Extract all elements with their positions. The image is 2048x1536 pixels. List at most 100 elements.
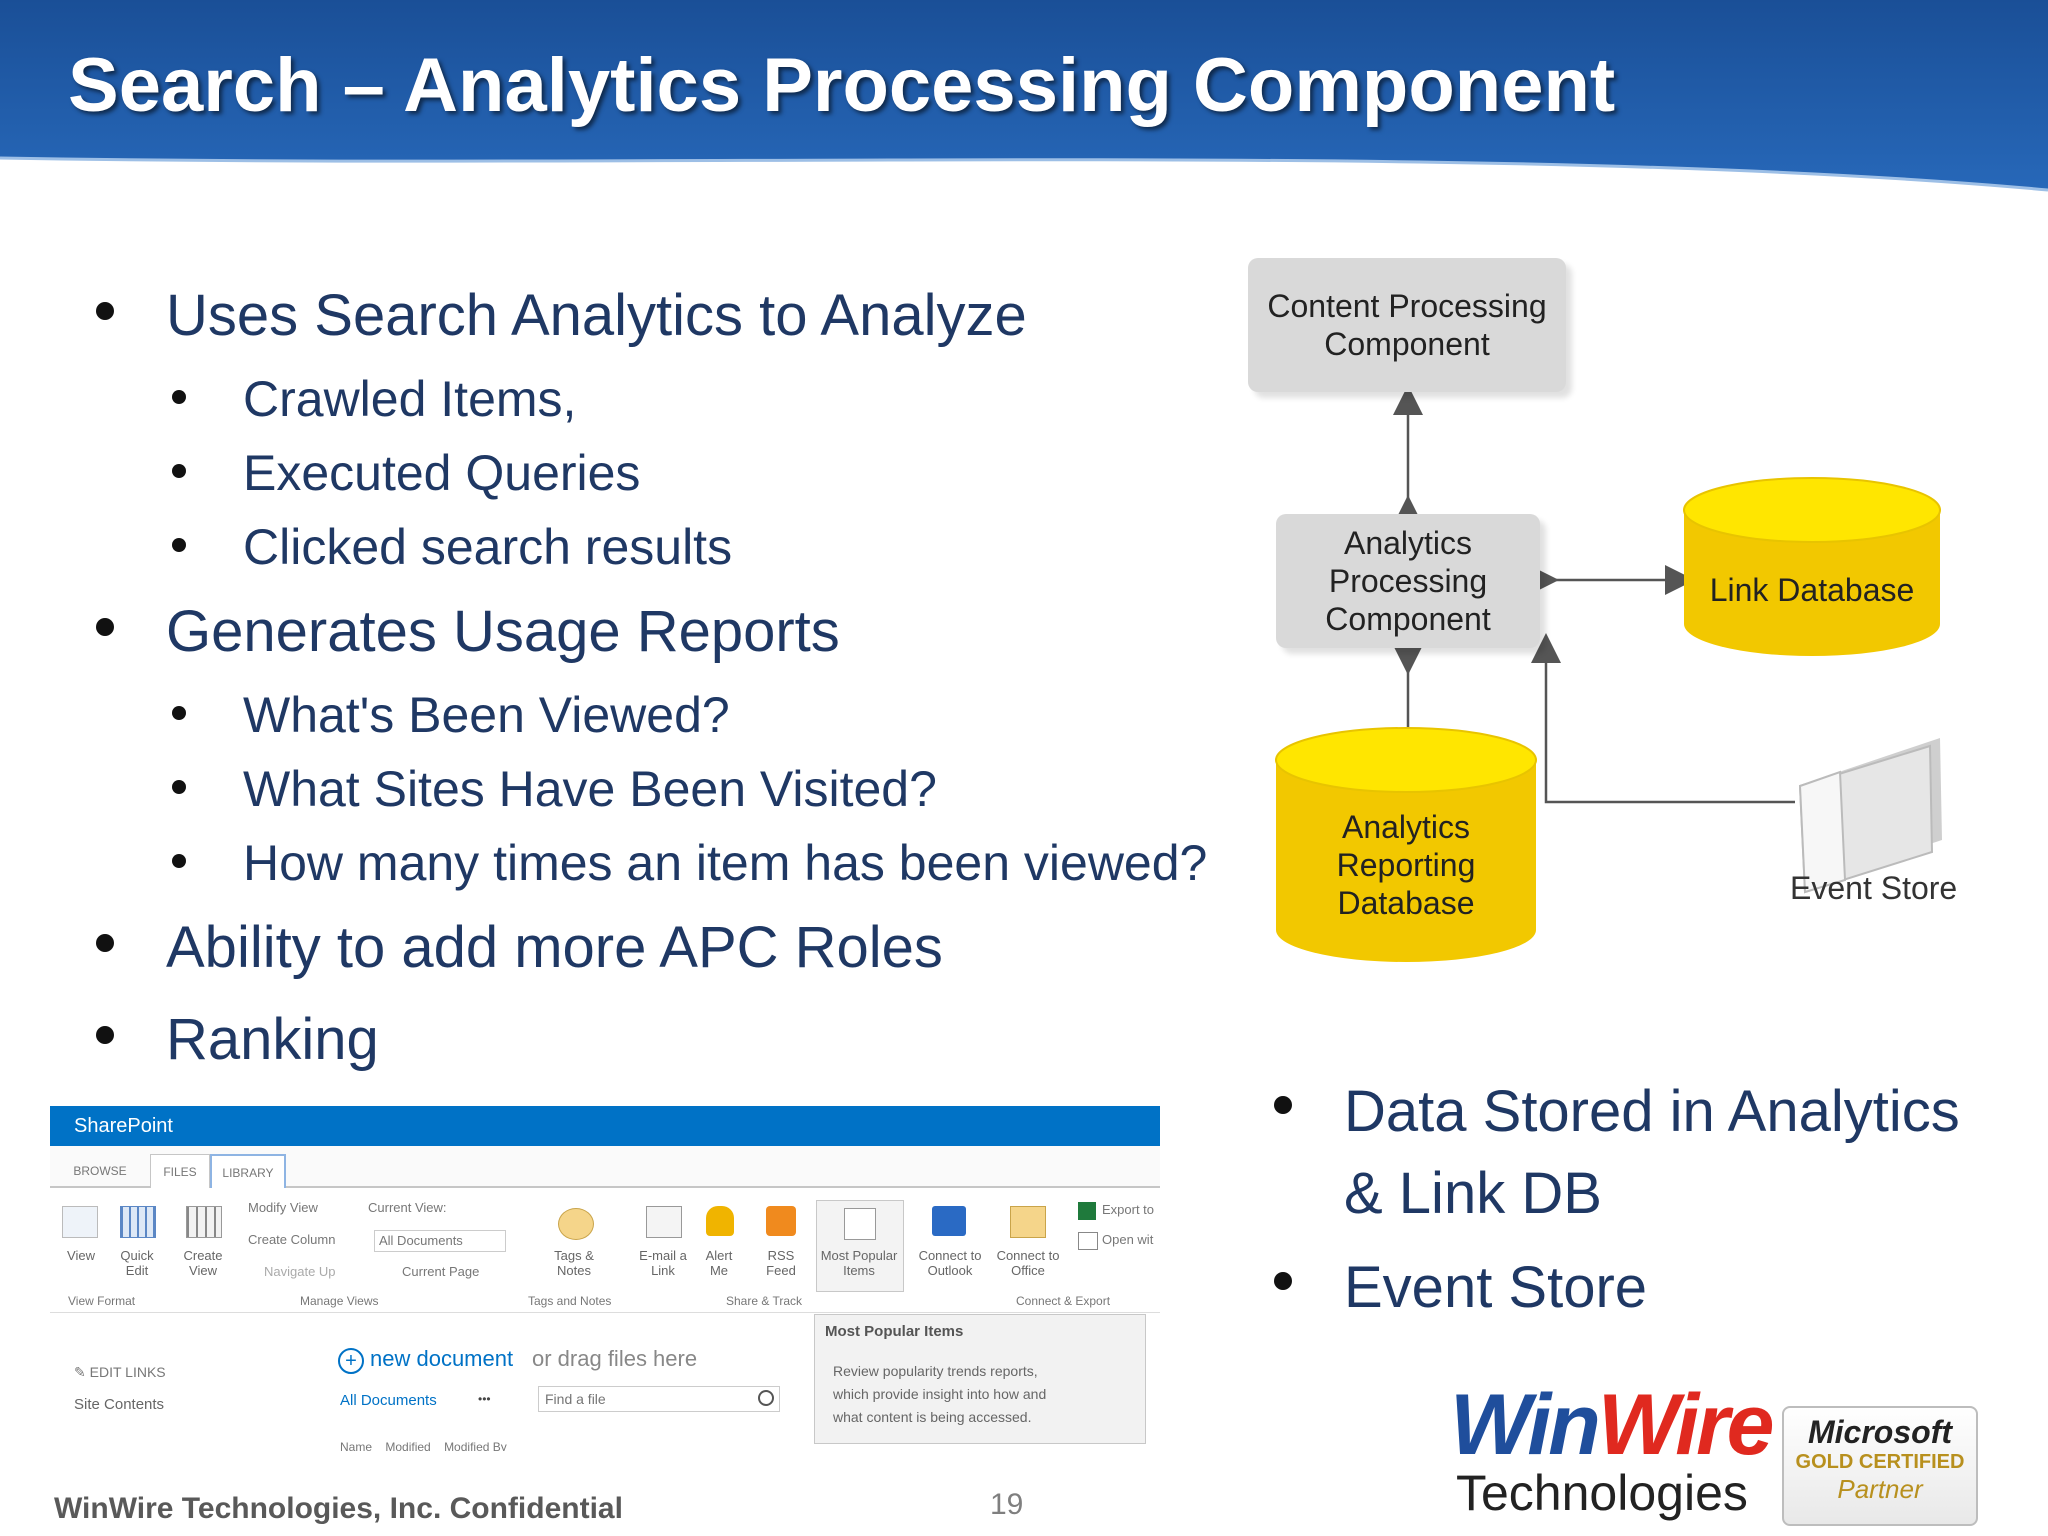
sub-bullet-clicked-results: Clicked search results — [243, 519, 733, 575]
edit-links-button[interactable]: ✎ EDIT LINKS — [74, 1364, 166, 1380]
box-label-line: Processing — [1328, 563, 1488, 599]
add-icon[interactable]: + — [338, 1348, 364, 1374]
ribbon-bottom-border — [50, 1312, 1160, 1313]
bullet-ranking: Ranking — [166, 1007, 379, 1072]
export-to-button[interactable]: Export to — [1102, 1202, 1155, 1217]
tooltip-line: what content is being accessed. — [833, 1409, 1032, 1425]
sharepoint-suite-bar[interactable]: SharePoint — [50, 1106, 1160, 1146]
view-label: View — [67, 1248, 95, 1263]
microsoft-gold-partner-badge: Microsoft GOLD CERTIFIED Partner — [1782, 1406, 1978, 1526]
create-view-icon[interactable] — [186, 1206, 222, 1238]
ms-partner: Partner — [1837, 1474, 1923, 1504]
bullet-dot — [1274, 1272, 1292, 1290]
tab-files[interactable]: FILES — [150, 1154, 210, 1189]
winwire-part: Win — [1450, 1377, 1601, 1473]
tags-notes-label: Tags &Notes — [542, 1248, 606, 1278]
current-page-button[interactable]: Current Page — [402, 1264, 480, 1279]
footer-confidential: WinWire Technologies, Inc. Confidential — [54, 1492, 623, 1525]
ms-gold-certified: GOLD CERTIFIED — [1795, 1451, 1965, 1473]
search-icon[interactable] — [758, 1390, 774, 1406]
label-line: View — [189, 1263, 217, 1278]
box-label-line: Content Processing — [1267, 288, 1547, 324]
box-label-line: Database — [1337, 885, 1475, 921]
bullet-event-store: Event Store — [1344, 1255, 1648, 1320]
label-line: Connect to — [918, 1248, 982, 1263]
label-line: Tags & — [554, 1248, 594, 1263]
group-manage-views: Manage Views — [300, 1294, 379, 1308]
sub-bullet-dot — [172, 854, 186, 868]
tab-browse[interactable]: BROWSE — [73, 1164, 127, 1178]
label-line: Items — [843, 1263, 875, 1278]
current-view-select[interactable]: All Documents — [374, 1230, 506, 1252]
sub-bullet-dot — [172, 464, 186, 478]
excel-icon — [1078, 1202, 1096, 1220]
bullet-dot — [1274, 1096, 1292, 1114]
label-line: Create — [183, 1248, 223, 1263]
label-line: E-mail a — [639, 1248, 687, 1263]
group-share-track: Share & Track — [726, 1294, 803, 1308]
view-icon[interactable] — [62, 1206, 98, 1238]
sub-bullet-sites-visited: What Sites Have Been Visited? — [243, 761, 937, 817]
connect-office-icon[interactable] — [1010, 1206, 1046, 1238]
box-label-line: Analytics — [1341, 809, 1471, 845]
open-with-icon — [1078, 1232, 1098, 1250]
label-line: Quick — [120, 1248, 154, 1263]
current-view-label: Current View: — [368, 1200, 447, 1215]
edit-links-label: EDIT LINKS — [89, 1364, 166, 1380]
quick-edit-icon[interactable] — [120, 1206, 156, 1238]
ribbon-body — [50, 1188, 1160, 1324]
winwire-technologies: Technologies — [1456, 1465, 1748, 1521]
bullet-uses-search-analytics: Uses Search Analytics to Analyze — [166, 283, 1027, 348]
tags-notes-icon[interactable] — [558, 1208, 594, 1240]
bullet-dot — [96, 1026, 114, 1044]
rss-icon[interactable] — [766, 1206, 796, 1236]
slide-title: Search – Analytics Processing Component — [68, 43, 1616, 128]
new-document-link[interactable]: new document — [370, 1346, 514, 1371]
group-tags-notes: Tags and Notes — [528, 1294, 612, 1308]
tooltip-line: Review popularity trends reports, — [833, 1363, 1038, 1379]
sub-bullet-whats-viewed: What's Been Viewed? — [243, 687, 730, 743]
bell-icon[interactable] — [706, 1206, 734, 1236]
navigate-up-button[interactable]: Navigate Up — [264, 1264, 336, 1279]
page-number: 19 — [990, 1488, 1024, 1521]
email-link-icon[interactable] — [646, 1206, 682, 1238]
create-column-button[interactable]: Create Column — [248, 1232, 336, 1247]
view-options-ellipsis[interactable]: ••• — [478, 1392, 491, 1406]
label-line: Feed — [766, 1263, 796, 1278]
event-store-icon — [1798, 738, 1942, 894]
bullet-dot — [96, 618, 114, 636]
group-connect-export: Connect & Export — [1016, 1294, 1111, 1308]
ribbon-tab-divider — [50, 1186, 1160, 1188]
label-line: Link — [651, 1263, 675, 1278]
outlook-icon[interactable] — [932, 1206, 966, 1236]
site-contents-link[interactable]: Site Contents — [74, 1396, 165, 1413]
sub-bullet-dot — [172, 390, 186, 404]
all-documents-view-link[interactable]: All Documents — [340, 1392, 437, 1409]
modify-view-button[interactable]: Modify View — [248, 1200, 318, 1215]
label-line: Alert — [705, 1248, 733, 1263]
drag-files-hint: or drag files here — [532, 1346, 698, 1371]
bullet-generates-usage-reports: Generates Usage Reports — [166, 599, 840, 664]
open-with-button[interactable]: Open wit — [1102, 1232, 1154, 1247]
ms-logo-text: Microsoft — [1808, 1414, 1952, 1450]
sub-bullet-crawled-items: Crawled Items, — [243, 371, 577, 427]
bullet-dot — [96, 302, 114, 320]
most-popular-tooltip: Most Popular Items Review popularity tre… — [814, 1314, 1146, 1444]
tab-library[interactable]: LIBRARY — [210, 1154, 286, 1190]
event-store-label: Event Store — [1790, 870, 1958, 906]
tooltip-title: Most Popular Items — [825, 1323, 964, 1340]
link-database-label: Link Database — [1709, 572, 1915, 608]
winwire-wordmark: WinWire — [1450, 1377, 1774, 1473]
diagram-connectors — [1275, 385, 1942, 962]
bullet-dot — [96, 934, 114, 952]
column-modified: Modified — [385, 1440, 431, 1451]
find-file-input[interactable] — [538, 1386, 780, 1412]
sub-bullet-dot — [172, 706, 186, 720]
